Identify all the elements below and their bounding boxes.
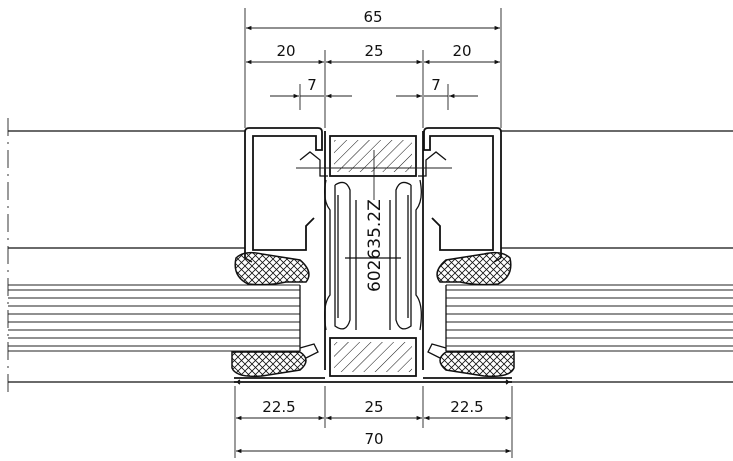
profile-code-label: 602635.2Z [365, 199, 385, 292]
bottom-dimension-group: 22.5 25 22.5 70 [234, 386, 513, 458]
gasket-bottom-right [427, 343, 515, 378]
polycarbonate-sheet-left [8, 284, 301, 352]
cap-profile-left [244, 127, 323, 263]
dim-label-top-right: 20 [452, 42, 471, 60]
dim-label-bottom-overall: 70 [364, 430, 383, 448]
gasket-bottom-left [231, 343, 319, 378]
gasket-top-right [436, 251, 512, 286]
cap-profile-right [423, 127, 502, 263]
dim-label-small-left: 7 [307, 76, 317, 94]
panel-lines [7, 118, 733, 395]
dim-label-bottom-left: 22.5 [262, 398, 295, 416]
bottom-insert-block [329, 337, 417, 377]
dim-label-top-left: 20 [276, 42, 295, 60]
dim-label-top-middle: 25 [364, 42, 383, 60]
center-profile [234, 131, 512, 385]
dim-label-bottom-middle: 25 [364, 398, 383, 416]
dim-label-small-right: 7 [431, 76, 441, 94]
top-insert-block [329, 135, 417, 177]
top-dimension-group: 65 20 25 20 7 7 [244, 8, 502, 128]
polycarbonate-sheet-right [445, 284, 733, 352]
gasket-top-left [234, 251, 310, 286]
dim-label-overall-top: 65 [363, 8, 382, 26]
dim-label-bottom-right: 22.5 [450, 398, 483, 416]
